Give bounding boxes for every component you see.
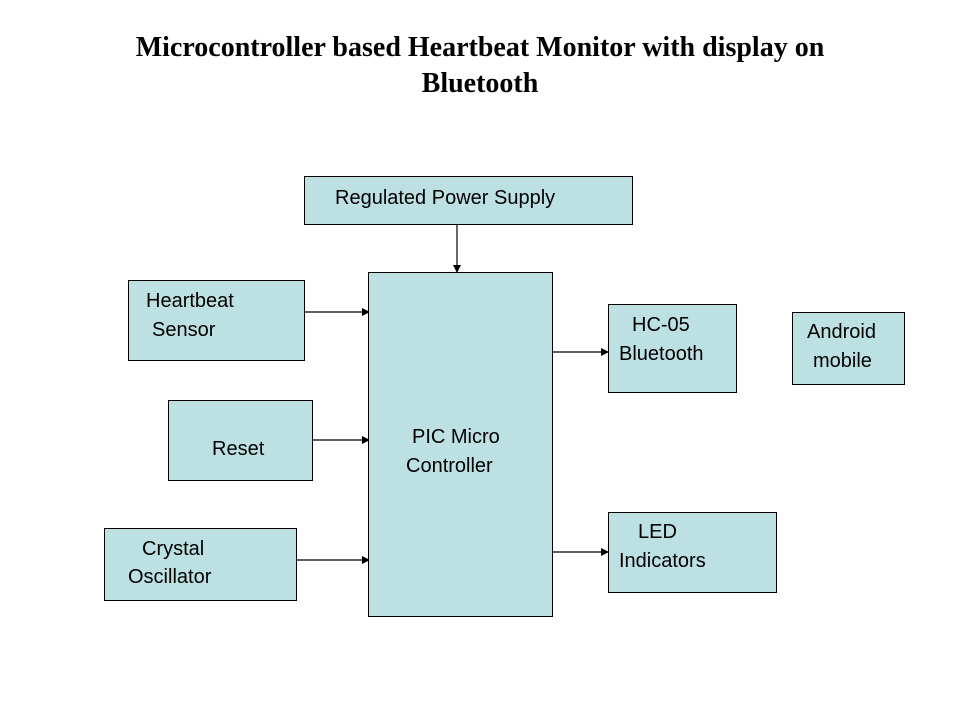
power-supply-block: Regulated Power Supply xyxy=(304,176,633,225)
pic-microcontroller-block: PIC Micro Controller xyxy=(368,272,553,617)
led-indicators-block: LED Indicators xyxy=(608,512,777,593)
power-supply-label: Regulated Power Supply xyxy=(335,187,556,209)
heartbeat-sensor-block: Heartbeat Sensor xyxy=(128,280,305,361)
reset-label: Reset xyxy=(212,438,265,460)
led-label-2: Indicators xyxy=(619,550,706,572)
led-label-1: LED xyxy=(638,521,677,543)
hc05-bluetooth-block: HC-05 Bluetooth xyxy=(608,304,737,393)
heartbeat-sensor-label-1: Heartbeat xyxy=(146,290,234,312)
crystal-oscillator-label-1: Crystal xyxy=(142,538,205,560)
bluetooth-label-1: HC-05 xyxy=(632,314,690,336)
reset-block: Reset xyxy=(168,400,313,481)
android-mobile-block: Android mobile xyxy=(792,312,905,385)
crystal-oscillator-label-2: Oscillator xyxy=(128,566,212,588)
microcontroller-label-1: PIC Micro xyxy=(412,426,500,448)
android-label-1: Android xyxy=(807,321,876,343)
title-line-1: Microcontroller based Heartbeat Monitor … xyxy=(135,32,825,63)
crystal-oscillator-block: Crystal Oscillator xyxy=(104,528,297,601)
heartbeat-sensor-label-2: Sensor xyxy=(152,319,216,341)
android-label-2: mobile xyxy=(813,350,872,372)
bluetooth-label-2: Bluetooth xyxy=(619,343,704,365)
microcontroller-label-2: Controller xyxy=(406,455,493,477)
diagram-title: Microcontroller based Heartbeat Monitor … xyxy=(0,30,960,102)
title-line-2: Bluetooth xyxy=(421,68,539,99)
